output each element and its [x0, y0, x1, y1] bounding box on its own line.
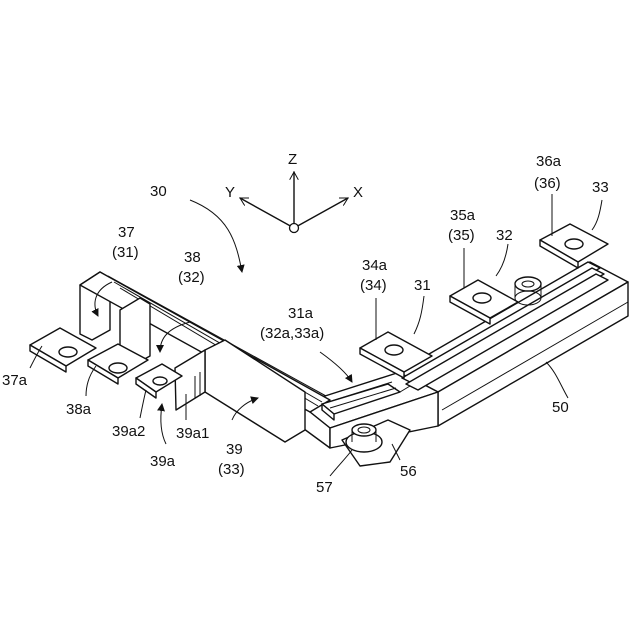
label-39a1: 39a1 — [176, 425, 209, 442]
label-37a: 37a — [2, 372, 28, 389]
label-30: 30 — [150, 183, 167, 200]
x-axis-label: X — [353, 184, 363, 201]
label-36a: 36a — [536, 153, 562, 170]
terminal-37a-hole — [59, 347, 77, 357]
leader-50 — [546, 362, 568, 398]
x-axis-arrow — [294, 198, 348, 228]
label-39a2: 39a2 — [112, 423, 145, 440]
axis-origin — [290, 224, 299, 233]
label-37-paren: (31) — [112, 244, 139, 261]
label-56: 56 — [400, 463, 417, 480]
y-axis-label: Y — [225, 184, 235, 201]
leader-39a — [161, 404, 166, 444]
label-31a-paren: (32a,33a) — [260, 325, 324, 342]
label-32: 32 — [496, 227, 513, 244]
label-37: 37 — [118, 224, 135, 241]
label-39a: 39a — [150, 453, 176, 470]
label-36a-paren: (36) — [534, 175, 561, 192]
label-38a: 38a — [66, 401, 92, 418]
leader-39a2 — [140, 390, 146, 418]
leader-31a — [320, 352, 352, 382]
terminal-35a-hole — [473, 293, 491, 303]
label-31a: 31a — [288, 305, 314, 322]
label-34a: 34a — [362, 257, 388, 274]
label-50: 50 — [552, 399, 569, 416]
y-axis-arrow — [240, 198, 294, 228]
label-39-paren: (33) — [218, 461, 245, 478]
terminal-34a-hole — [385, 345, 403, 355]
label-33: 33 — [592, 179, 609, 196]
wall-39 — [205, 340, 305, 442]
boss-stud — [515, 277, 541, 291]
label-38: 38 — [184, 249, 201, 266]
leader-33 — [592, 200, 602, 230]
label-34a-paren: (34) — [360, 277, 387, 294]
leader-57 — [330, 450, 352, 476]
label-57: 57 — [316, 479, 333, 496]
label-39: 39 — [226, 441, 243, 458]
leader-32 — [496, 244, 508, 276]
label-35a-paren: (35) — [448, 227, 475, 244]
label-31: 31 — [414, 277, 431, 294]
terminal-38a-hole — [109, 363, 127, 373]
label-38-paren: (32) — [178, 269, 205, 286]
axis-gizmo: Z Y X — [225, 151, 363, 233]
terminal-36a-hole — [565, 239, 583, 249]
terminal-39a-hole — [153, 377, 167, 385]
leader-31 — [414, 296, 424, 334]
label-35a: 35a — [450, 207, 476, 224]
z-axis-label: Z — [288, 151, 297, 168]
